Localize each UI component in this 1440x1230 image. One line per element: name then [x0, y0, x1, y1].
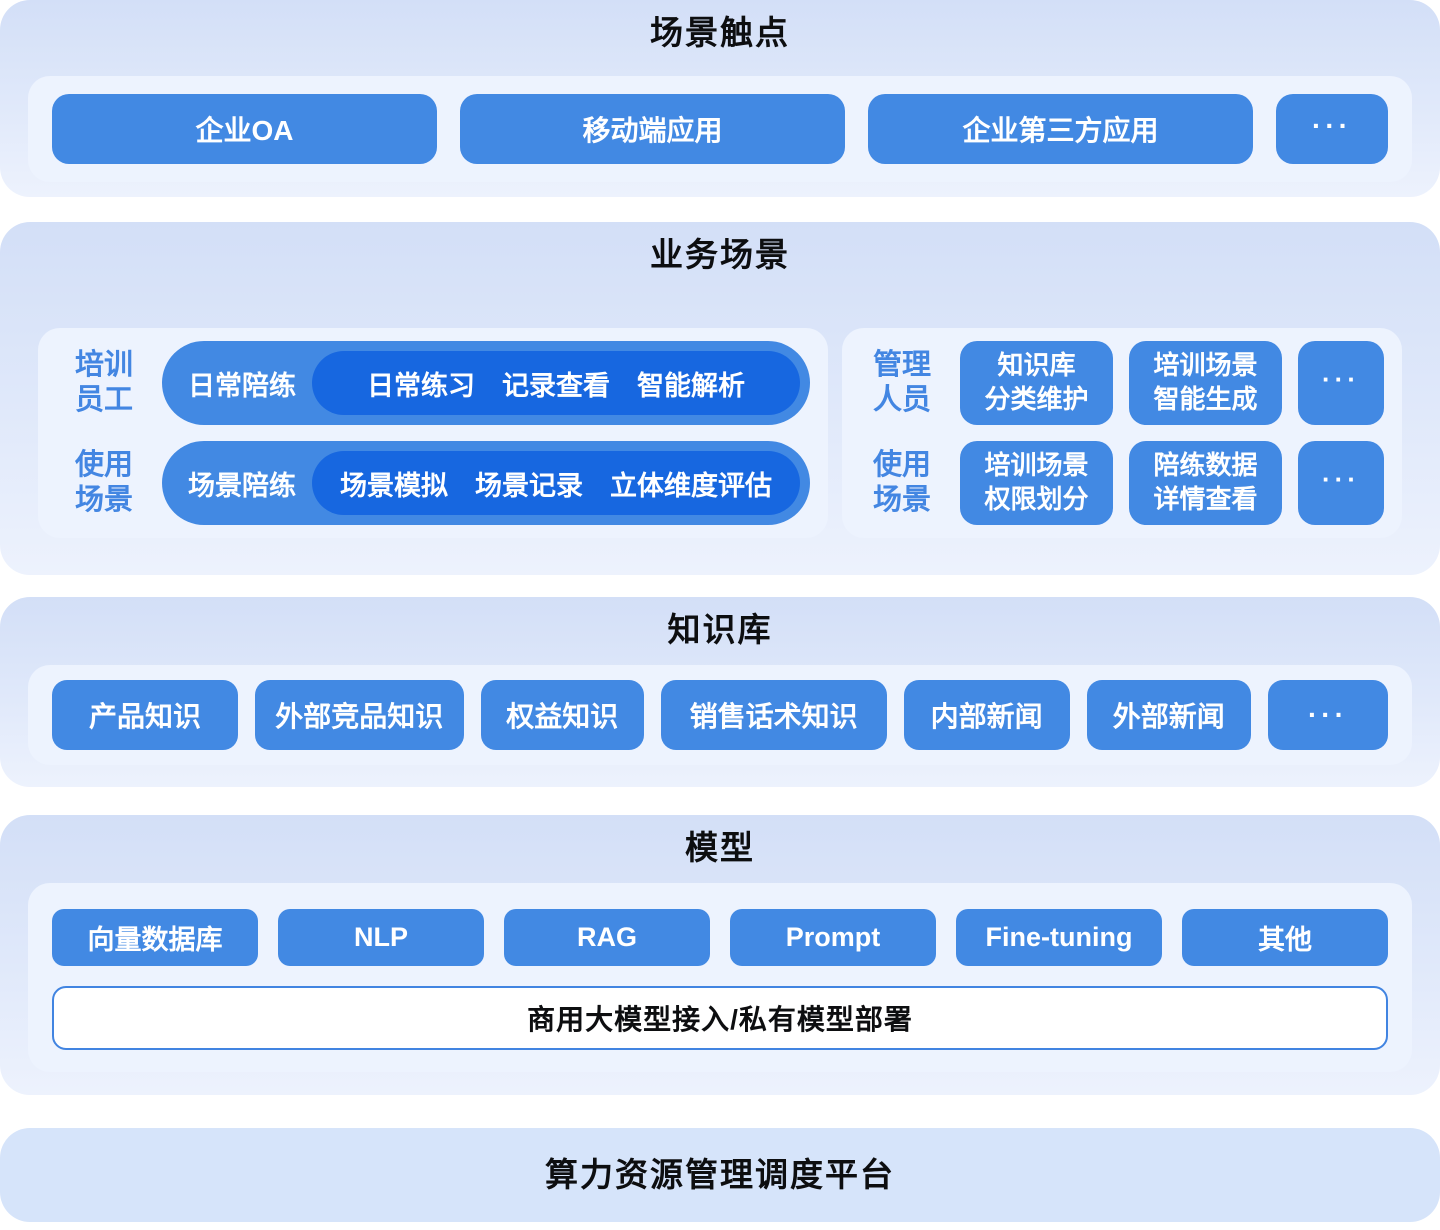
touchpoint-mobile-app-button[interactable]: 移动端应用 [460, 94, 845, 164]
admin-scenarios-panel: 管理 人员 知识库 分类维护 培训场景 智能生成 ··· 使用 场景 培训场景 … [842, 328, 1402, 538]
business-title: 业务场景 [650, 236, 790, 273]
competitor-knowledge-button[interactable]: 外部竞品知识 [254, 680, 464, 750]
scenario-practice-items[interactable]: 场景模拟 场景记录 立体维度评估 [312, 451, 800, 515]
compute-platform-title: 算力资源管理调度平台 [545, 1156, 895, 1193]
fine-tuning-button[interactable]: Fine-tuning [956, 909, 1162, 966]
daily-practice-items[interactable]: 日常练习 记录查看 智能解析 [312, 351, 800, 415]
scenario-practice-label: 场景陪练 [188, 470, 296, 501]
business-panels: 培训 员工 日常陪练 日常练习 记录查看 智能解析 使用 场景 场景陪练 场景模… [38, 328, 1402, 538]
trainee-scenarios-label: 培训 员工 [74, 349, 133, 416]
trainee-scenarios-panel: 培训 员工 日常陪练 日常练习 记录查看 智能解析 使用 场景 场景陪练 场景模… [38, 328, 828, 538]
scene-permission-button[interactable]: 培训场景 权限划分 [960, 441, 1113, 525]
daily-practice-label: 日常陪练 [188, 370, 296, 401]
model-panel: 向量数据库 NLP RAG Prompt Fine-tuning 其他 商用大模… [28, 883, 1412, 1072]
admin-row2-more-button[interactable]: ··· [1298, 441, 1384, 525]
section-touchpoints: 场景触点 企业OA 移动端应用 企业第三方应用 ··· [0, 0, 1440, 214]
scenario-practice-pill[interactable]: 场景陪练 场景模拟 场景记录 立体维度评估 [162, 441, 810, 525]
kb-category-maintenance-button[interactable]: 知识库 分类维护 [960, 341, 1113, 425]
admin-staff-label: 管理 人员 [872, 349, 931, 416]
touchpoint-enterprise-oa-button[interactable]: 企业OA [52, 94, 437, 164]
other-model-button[interactable]: 其他 [1182, 909, 1388, 966]
section-compute-platform: 算力资源管理调度平台 [0, 1128, 1440, 1222]
product-knowledge-button[interactable]: 产品知识 [52, 680, 238, 750]
training-scene-generation-button[interactable]: 培训场景 智能生成 [1129, 341, 1282, 425]
usage-scenarios-label-left: 使用 场景 [74, 449, 133, 516]
sales-script-knowledge-button[interactable]: 销售话术知识 [660, 680, 887, 750]
touchpoints-title: 场景触点 [650, 14, 790, 51]
internal-news-button[interactable]: 内部新闻 [903, 680, 1070, 750]
knowledge-panel: 产品知识 外部竞品知识 权益知识 销售话术知识 内部新闻 外部新闻 ··· [28, 665, 1412, 765]
prompt-button[interactable]: Prompt [730, 909, 936, 966]
touchpoint-third-party-app-button[interactable]: 企业第三方应用 [868, 94, 1253, 164]
knowledge-title: 知识库 [667, 611, 773, 648]
section-model: 模型 向量数据库 NLP RAG Prompt Fine-tuning 其他 商… [0, 815, 1440, 1112]
daily-practice-pill[interactable]: 日常陪练 日常练习 记录查看 智能解析 [162, 341, 810, 425]
rag-button[interactable]: RAG [504, 909, 710, 966]
model-title: 模型 [685, 829, 755, 866]
vector-database-button[interactable]: 向量数据库 [52, 909, 258, 966]
knowledge-more-button[interactable]: ··· [1267, 680, 1388, 750]
section-business-scenarios: 业务场景 培训 员工 日常陪练 日常练习 记录查看 智能解析 使用 场景 场景陪… [0, 222, 1440, 592]
usage-scenarios-label-right: 使用 场景 [872, 449, 931, 516]
touchpoints-panel: 企业OA 移动端应用 企业第三方应用 ··· [28, 76, 1412, 182]
benefits-knowledge-button[interactable]: 权益知识 [480, 680, 644, 750]
nlp-button[interactable]: NLP [278, 909, 484, 966]
section-knowledge-base: 知识库 产品知识 外部竞品知识 权益知识 销售话术知识 内部新闻 外部新闻 ··… [0, 597, 1440, 804]
touchpoints-more-button[interactable]: ··· [1276, 94, 1388, 164]
external-news-button[interactable]: 外部新闻 [1086, 680, 1251, 750]
admin-row1-more-button[interactable]: ··· [1298, 341, 1384, 425]
model-button-row: 向量数据库 NLP RAG Prompt Fine-tuning 其他 [52, 909, 1388, 966]
practice-data-detail-button[interactable]: 陪练数据 详情查看 [1129, 441, 1282, 525]
llm-access-bar: 商用大模型接入/私有模型部署 [52, 986, 1388, 1050]
